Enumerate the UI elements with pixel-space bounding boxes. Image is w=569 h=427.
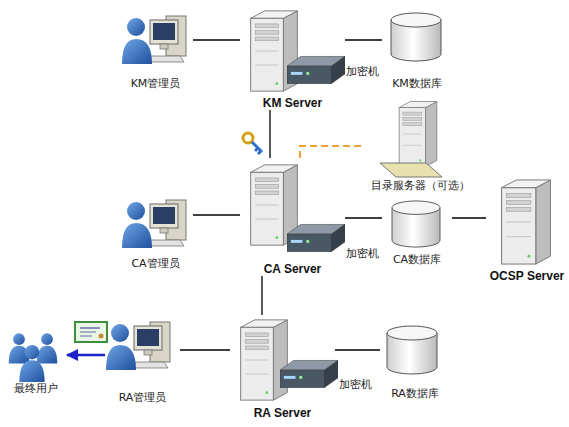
connector-line <box>180 349 230 350</box>
node-label: 最终用户 <box>14 382 58 395</box>
node-label: KM数据库 <box>392 77 442 90</box>
database-node: RA数据库 <box>380 322 450 400</box>
server-node: RA Server <box>230 315 335 420</box>
database-node: KM数据库 <box>382 8 452 90</box>
database-cylinder <box>392 201 440 247</box>
node-label: CA管理员 <box>131 257 179 270</box>
node-label: RA Server <box>254 407 312 420</box>
user-node: 最终用户 <box>5 325 67 395</box>
node-label: RA数据库 <box>391 387 439 400</box>
connector-line <box>452 217 486 218</box>
encryptor-box <box>287 56 345 83</box>
node-label: CA Server <box>264 263 322 276</box>
certificate-icon <box>75 322 107 342</box>
encryptor-box <box>280 360 338 387</box>
key-icon <box>243 133 262 154</box>
server-node: KM Server <box>240 5 345 110</box>
node-label: RA管理员 <box>119 391 167 404</box>
admin-workstation <box>122 200 186 248</box>
directory-server <box>399 102 437 167</box>
server-tower <box>502 180 551 264</box>
admin-node: RA管理员 <box>105 312 180 404</box>
connector-line <box>193 39 240 40</box>
connector-line <box>193 214 240 215</box>
admin-workstation <box>122 16 186 64</box>
encryptor-box <box>287 224 345 251</box>
device-label: 加密机 <box>339 378 372 391</box>
node-label: 目录服务器（可选） <box>371 179 470 192</box>
directory-server-node: 目录服务器（可选） <box>362 100 478 192</box>
connector-line <box>345 39 382 40</box>
database-cylinder <box>387 326 437 374</box>
connector-line <box>335 349 380 350</box>
admin-workstation <box>106 322 170 370</box>
server-node: CA Server <box>240 158 345 276</box>
database-node: CA数据库 <box>382 198 452 266</box>
device-label: 加密机 <box>346 247 379 260</box>
admin-node: CA管理员 <box>118 190 193 270</box>
user-group-icon <box>9 333 58 382</box>
connector-line <box>345 217 382 218</box>
connector-line <box>269 110 270 158</box>
database-cylinder <box>391 13 441 61</box>
connector-line <box>261 276 262 315</box>
server-tower <box>241 320 288 400</box>
server-node: OCSP Server <box>486 175 568 283</box>
device-label: 加密机 <box>346 65 379 78</box>
node-label: CA数据库 <box>393 253 441 266</box>
node-label: KM管理员 <box>131 77 181 90</box>
connector-line <box>300 146 362 158</box>
connector-line <box>67 354 105 357</box>
keyboard-tray <box>380 163 442 177</box>
node-label: OCSP Server <box>490 270 565 283</box>
admin-node: KM管理员 <box>118 8 193 90</box>
node-label: KM Server <box>263 97 322 110</box>
